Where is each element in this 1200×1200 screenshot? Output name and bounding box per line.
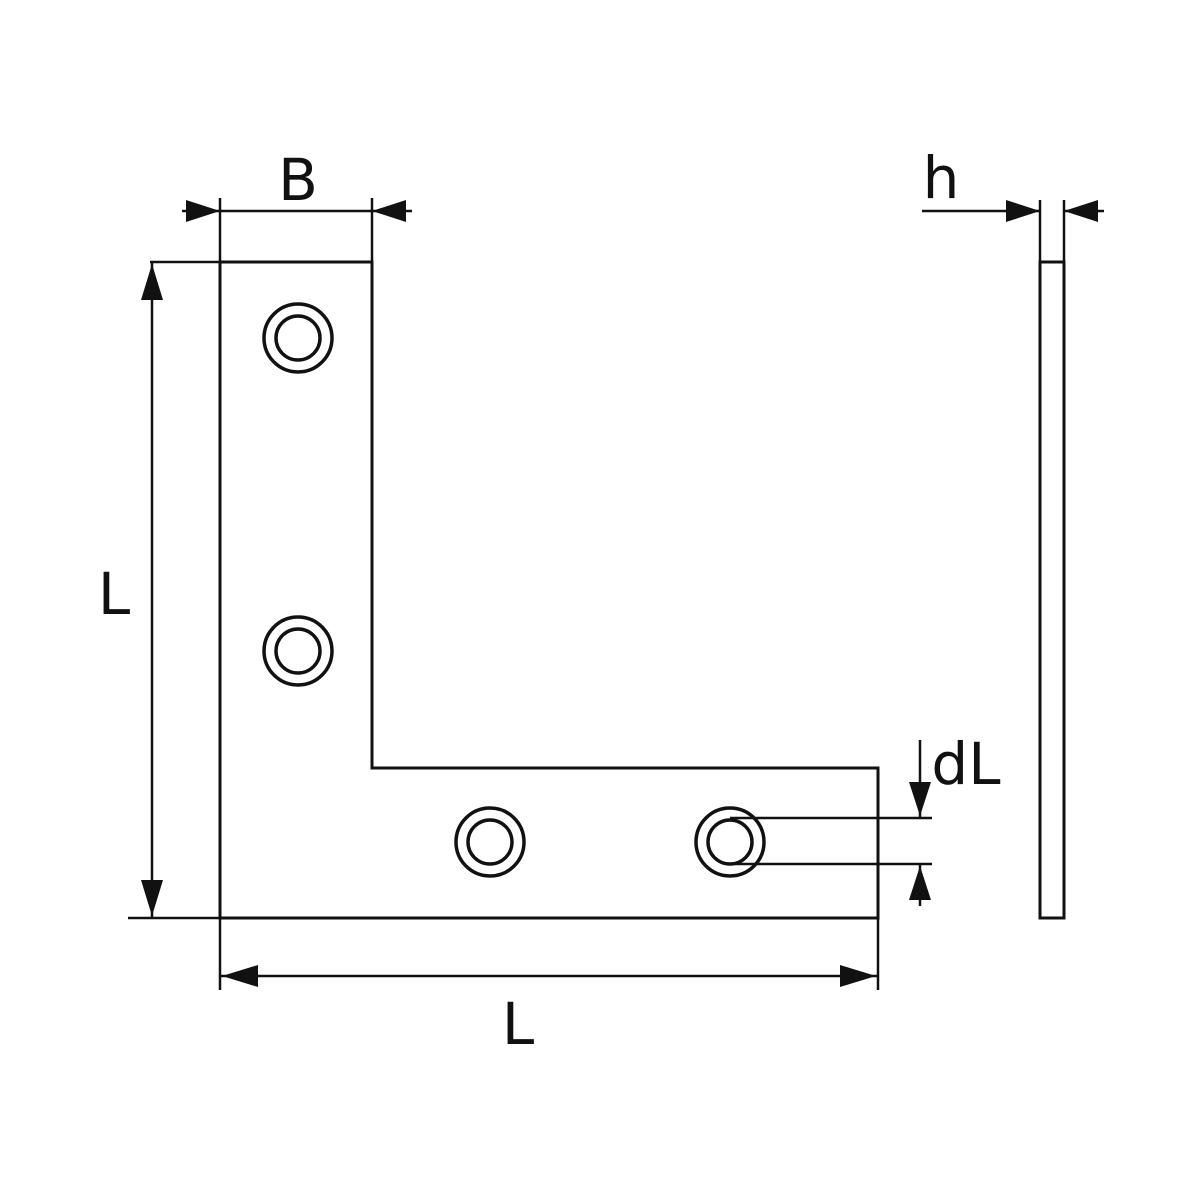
bracket-side-view xyxy=(1038,260,1066,920)
hole xyxy=(454,806,526,878)
label-l-horizontal: L xyxy=(502,990,534,1058)
label-h: h xyxy=(923,144,960,212)
dimension-dl: dL xyxy=(730,730,1001,906)
dimension-h: h xyxy=(922,144,1104,262)
hole xyxy=(262,302,334,374)
label-dl: dL xyxy=(931,730,1000,798)
label-b: B xyxy=(278,146,318,214)
bracket-outline xyxy=(218,260,880,920)
hole xyxy=(262,615,334,687)
label-l-vertical: L xyxy=(98,560,130,628)
dimension-l-horizontal: L xyxy=(218,918,880,1058)
dimension-b: B xyxy=(182,146,412,262)
dimension-l-vertical: L xyxy=(98,260,220,920)
